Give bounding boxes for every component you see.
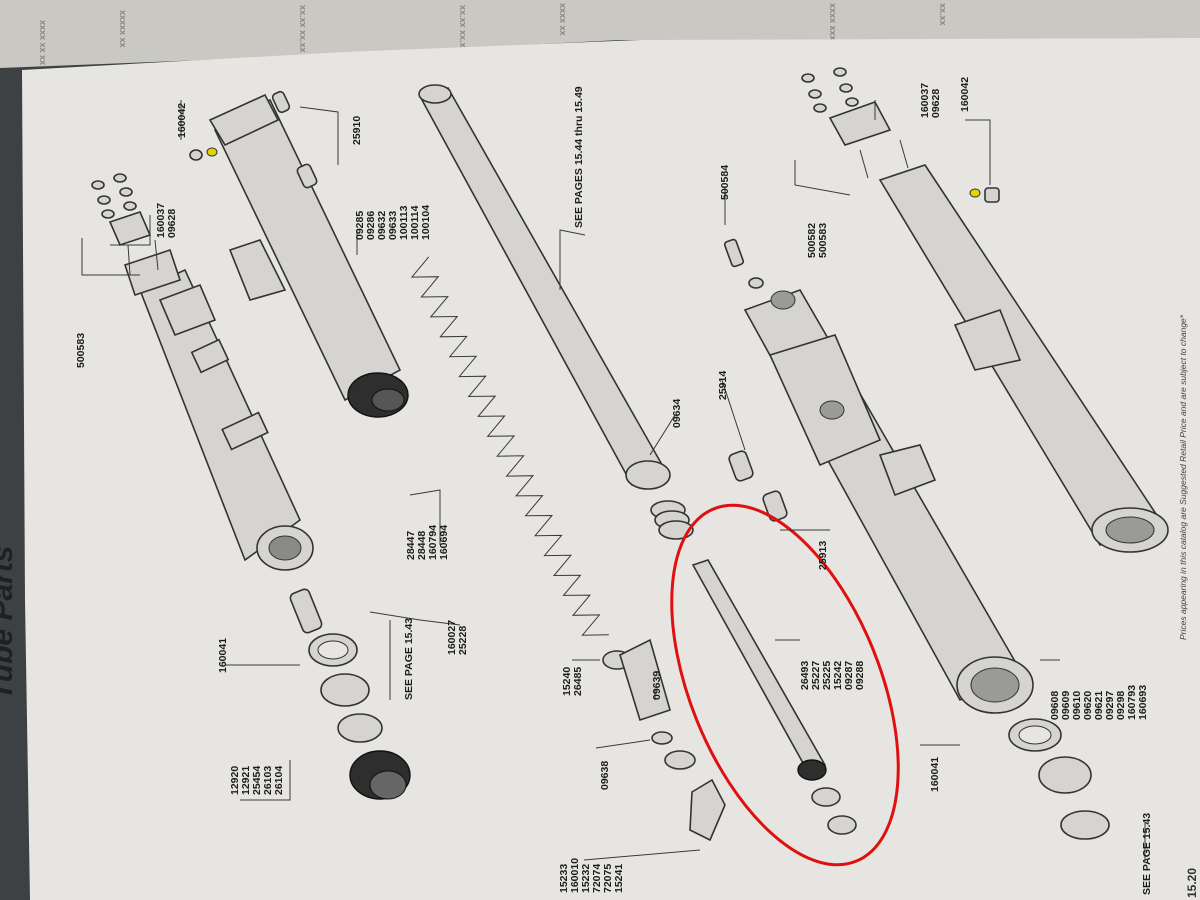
fork-tube (418, 84, 671, 490)
callout-09634: 09634 (671, 399, 683, 428)
svg-text:xxxx xx: xxxx xx (558, 3, 568, 36)
callout-see-pages-15-44: SEE PAGES 15.44 thru 15.49 (573, 86, 585, 228)
callout-cap-group: 12920 12921 25454 26103 26104 (229, 763, 285, 795)
right-fork-leg (743, 289, 1034, 714)
callout-spring-group: 09285 09286 09632 09633 100113 100114 10… (354, 203, 432, 240)
callout-500582-group: 500582 500583 (806, 220, 829, 258)
svg-text:xxxxx xx: xxxxx xx (118, 10, 128, 48)
svg-text:xxxx xxxx: xxxx xxxx (828, 3, 838, 46)
svg-text:xxxx xx xx: xxxx xx xx (38, 20, 48, 65)
callout-see-page-15-43-left: SEE PAGE 15.43 (403, 618, 415, 700)
callout-see-page-15-43-right: SEE PAGE 15.43 (1141, 813, 1153, 895)
callout-160037-left: 160037 09628 (155, 200, 178, 238)
callout-500584: 500584 (719, 165, 731, 200)
callout-160042-left: 160042 (176, 103, 188, 138)
damper-bolt (602, 638, 726, 842)
highlight-circle (670, 503, 900, 867)
svg-text:xx.xx xx.xx: xx.xx xx.xx (458, 5, 468, 53)
callout-09638: 09638 (599, 761, 611, 790)
right-bushing-stack (1008, 718, 1110, 840)
callout-160037-right: 160037 09628 (919, 80, 942, 118)
callout-160042-right: 160042 (959, 77, 971, 112)
callout-labels: 500583 160037 09628 160042 25910 09285 0… (75, 77, 1153, 895)
callout-right-slider: 09608 09609 09610 09620 09621 09297 0929… (1049, 682, 1149, 720)
callout-25913: 25913 (817, 541, 829, 570)
right-fork-slider (859, 139, 1169, 553)
callout-160041-right: 160041 (929, 757, 941, 792)
callout-500583-left: 500583 (75, 333, 87, 368)
svg-text:xx.xx xx.xx: xx.xx xx.xx (298, 5, 308, 53)
damper-rod (691, 559, 857, 835)
svg-text:xx.xx: xx.xx (938, 3, 948, 26)
leader-lines (81, 100, 1146, 861)
callout-25914: 25914 (717, 371, 729, 400)
catalog-page (22, 38, 1200, 900)
callout-09639: 09639 (651, 671, 663, 700)
right-small-parts (723, 238, 788, 522)
top-page (0, 0, 1200, 68)
callout-damper-rod: 26493 25227 25225 15242 09287 09288 (799, 658, 866, 690)
callout-25910: 25910 (351, 116, 363, 145)
fork-spring (410, 256, 609, 636)
footer-note: Prices appearing in this catalog are Sug… (1178, 314, 1188, 640)
section-title: Tube Parts (0, 546, 19, 701)
left-fork-slider (123, 239, 314, 571)
spring-spacer (650, 500, 694, 540)
page-number: 15.20 (1185, 868, 1199, 898)
left-bushing-stack (289, 588, 411, 800)
callout-160041-left: 160041 (217, 638, 229, 673)
left-fork-leg (189, 90, 409, 418)
callout-bolt-group: 15233 160010 15232 72074 72075 15241 (558, 855, 625, 893)
top-page-table-text: xxxx xx xx xxxxx xx xx.xx xx.xx xx.xx xx… (38, 3, 948, 65)
callout-damper-bolt: 15240 26485 (561, 664, 584, 696)
callout-bushing-pin: 160027 25228 (446, 617, 469, 655)
callout-left-slider: 28447 28448 160794 160694 (405, 522, 450, 560)
